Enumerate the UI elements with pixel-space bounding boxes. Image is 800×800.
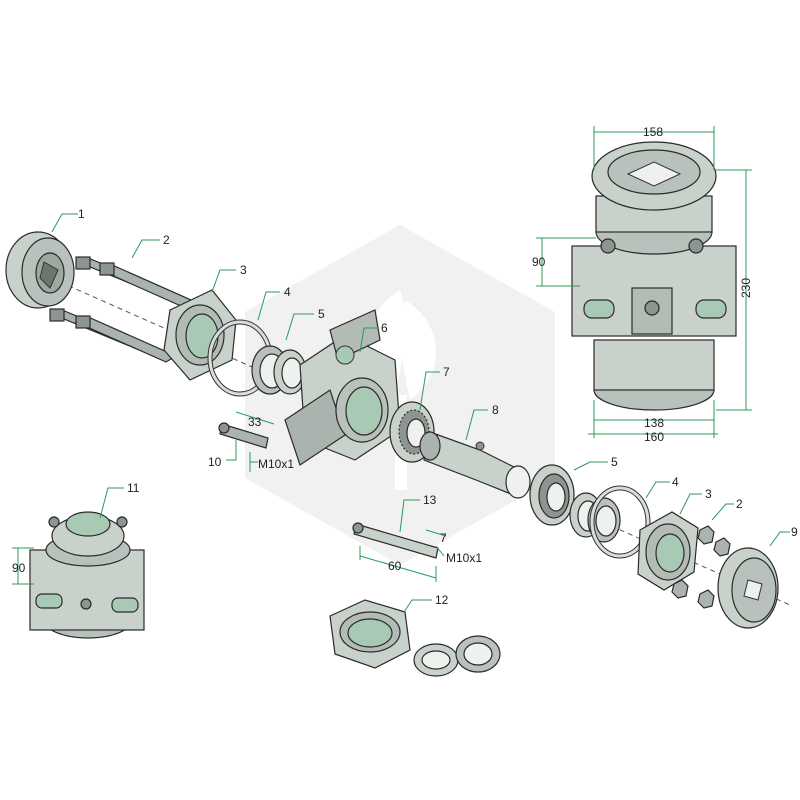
part-11-assembly	[29, 511, 145, 639]
dim-bolt10-length: 33	[248, 415, 262, 429]
callout-3-right: 3	[705, 487, 712, 501]
callout-9: 9	[791, 525, 798, 539]
part-8-sleeve	[419, 431, 531, 499]
callout-6: 6	[381, 321, 388, 335]
dim-base-outer: 160	[644, 430, 664, 444]
dim-shaft13-thread: M10x1	[446, 551, 482, 565]
part-5-seal-rings	[251, 345, 307, 395]
dim-bolt10-thread: M10x1	[258, 457, 294, 471]
part-12-bracket	[329, 599, 501, 677]
part-9-end-cap	[717, 547, 779, 629]
part-2-nuts	[671, 525, 731, 609]
callout-1: 1	[78, 207, 85, 221]
callout-2: 2	[163, 233, 170, 247]
part-4-gasket-right	[589, 485, 651, 559]
dimension-lines	[12, 126, 752, 585]
callout-12: 12	[435, 593, 449, 607]
callout-5-right: 5	[611, 455, 618, 469]
callout-11: 11	[127, 481, 140, 495]
part-3-flange-right	[637, 511, 699, 591]
dimension-texts: 158 230 90 138 160 33 M10x1 60 7 M10x1 9…	[12, 125, 753, 575]
dim-small-mount-height: 90	[12, 561, 26, 575]
dim-shaft13-length: 60	[388, 559, 402, 573]
dim-top-width: 158	[643, 125, 663, 139]
callout-3: 3	[240, 263, 247, 277]
leader-lines	[51, 213, 790, 613]
callout-7: 7	[443, 365, 450, 379]
callout-labels: 1 2 3 4 5 6 7 8 5 4 3 2 9 10 11 12 13	[78, 207, 798, 607]
callout-5: 5	[318, 307, 325, 321]
leaf-hexagon-logo	[245, 225, 555, 565]
part-6-housing	[284, 309, 401, 466]
part-7-bearing-right	[529, 464, 575, 526]
dim-height-total: 230	[739, 278, 753, 298]
main-assembly-unit	[571, 141, 737, 411]
callout-10: 10	[208, 455, 222, 469]
part-1-end-cap	[5, 231, 75, 309]
callout-4-right: 4	[672, 475, 679, 489]
part-13-shaft	[352, 522, 439, 559]
dim-shaft13-small: 7	[440, 531, 447, 545]
callout-2-right: 2	[736, 497, 743, 511]
dim-mount-height: 90	[532, 255, 546, 269]
callout-8: 8	[492, 403, 499, 417]
callout-13: 13	[423, 493, 437, 507]
dim-base-inner: 138	[644, 416, 664, 430]
part-2-bolts	[49, 256, 202, 363]
callout-4: 4	[284, 285, 291, 299]
part-10-bolt	[218, 422, 269, 449]
